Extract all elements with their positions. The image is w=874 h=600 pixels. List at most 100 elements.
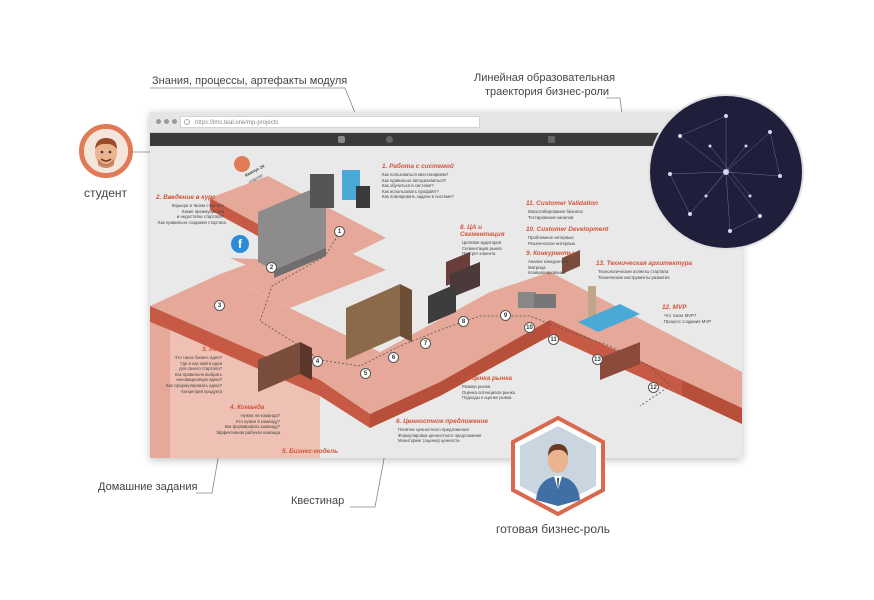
- list-item: Как обучиться в системе?: [382, 183, 434, 189]
- list-item: Целевая аудитория: [462, 240, 502, 245]
- callout-business-role: готовая бизнес-роль: [496, 522, 611, 536]
- search-icon: [184, 119, 190, 125]
- step-13-title[interactable]: 13. Техническая архитектура: [596, 260, 693, 267]
- browser-toolbar: https://lms.teal.one/mp-projects: [150, 112, 742, 133]
- list-item: Что такое бизнес идея?: [174, 355, 222, 360]
- student-face-icon: [84, 129, 128, 173]
- list-item: Как сформулировать идею?: [165, 382, 222, 388]
- step-8-items: Целевая аудитория Сегментация рынка Порт…: [462, 240, 502, 257]
- step-12-title[interactable]: 12. MVP: [662, 304, 687, 311]
- step-10-items: Проблемное интервью Решенческое интервью: [528, 235, 575, 246]
- step-7-items: Размер рынка Оценка потенциала рынка Под…: [462, 384, 515, 401]
- step-10-title[interactable]: 10. Customer Development: [526, 226, 609, 233]
- app-header-bar: [150, 133, 742, 146]
- quest-map: f Кампус 24 стартап 1. Работа с системой…: [150, 146, 742, 458]
- address-bar-url: https://lms.teal.one/mp-projects: [195, 120, 279, 126]
- step-9-items: Анализ конкурентов Матрица позиционирова…: [528, 259, 568, 276]
- list-item: Где и как найти идеи: [180, 360, 222, 366]
- list-item: Тестирование каналов: [528, 214, 574, 220]
- list-item: для своего стартапа?: [179, 366, 222, 372]
- step-11-title[interactable]: 11. Customer Validation: [526, 200, 599, 207]
- step-2-title[interactable]: 2. Введение в курс: [156, 194, 216, 201]
- callout-module-knowledge: Знания, процессы, артефакты модуля: [152, 75, 348, 87]
- step-13-items: Технологические аспекты стартапа Техниче…: [598, 269, 670, 280]
- route-pin-9[interactable]: 9: [500, 310, 511, 321]
- list-item: Нужна ли команда?: [240, 413, 280, 418]
- step-3-items: Что такое бизнес идея? Где и как найти и…: [150, 355, 222, 394]
- step-2-items: Карьера в твоем стартапе Какие преимущес…: [158, 203, 226, 225]
- menu-icon[interactable]: [548, 136, 555, 143]
- step-6-items: Понятие ценностного предложения Формулир…: [398, 427, 481, 444]
- window-dot-icon[interactable]: [164, 119, 169, 124]
- step-5-title[interactable]: 5. Бизнес-модель: [282, 448, 338, 455]
- address-bar[interactable]: https://lms.teal.one/mp-projects: [180, 116, 480, 128]
- step-3-title[interactable]: 3. Идея: [202, 346, 225, 353]
- route-pin-11[interactable]: 11: [548, 334, 559, 345]
- list-item: Как формировать команду?: [224, 424, 280, 430]
- callout-student: студент: [84, 186, 128, 200]
- callout-linear-path-line2: траектория бизнес-роли: [485, 86, 610, 98]
- step-4-items: Нужна ли команда? Кто нужен в команду? К…: [206, 413, 280, 435]
- route-pin-2[interactable]: 2: [266, 262, 277, 273]
- window-dot-icon[interactable]: [156, 119, 161, 124]
- cup-icon[interactable]: [338, 136, 345, 143]
- route-pin-4[interactable]: 4: [312, 356, 323, 367]
- business-role-badge: [510, 415, 606, 521]
- list-item: позиционирования: [528, 270, 566, 276]
- list-item: и недостатки стартапа?: [176, 214, 224, 220]
- route-pin-3[interactable]: 3: [214, 300, 225, 311]
- route-pin-12[interactable]: 12: [648, 382, 659, 393]
- step-4-title[interactable]: 4. Команда: [230, 404, 265, 411]
- step-11-items: Масштабирование бизнеса Тестирование кан…: [528, 209, 583, 220]
- list-item: Концепция продукта: [181, 388, 222, 394]
- student-avatar: [79, 124, 133, 178]
- list-item: Масштабирование бизнеса: [528, 209, 583, 214]
- route-pin-6[interactable]: 6: [388, 352, 399, 363]
- callout-linear-path-line1: Линейная образовательная: [474, 72, 616, 84]
- list-item: Что такое MVP?: [664, 313, 697, 318]
- step-8-title[interactable]: 8. ЦА и Сегментация: [460, 224, 505, 238]
- facebook-icon[interactable]: f: [231, 235, 249, 253]
- quest-path-floor: [150, 170, 742, 458]
- network-graph-icon: [668, 114, 782, 233]
- list-item: Решенческое интервью: [528, 240, 576, 246]
- list-item: Портрет клиента: [462, 251, 496, 257]
- step-7-title[interactable]: 7. Оценка рынка: [460, 375, 513, 382]
- list-item: Матрица: [528, 264, 546, 270]
- list-item: Процесс создания MVP: [664, 318, 712, 324]
- browser-window: https://lms.teal.one/mp-projects: [150, 112, 742, 458]
- list-item: Мониторинг (оценка) ценности: [398, 438, 460, 444]
- list-item: инновационную идею?: [176, 377, 222, 383]
- route-pin-10[interactable]: 10: [524, 322, 535, 333]
- step-9-title[interactable]: 9. Конкуренты: [526, 250, 574, 257]
- business-role-avatar: [511, 415, 605, 517]
- list-item: Технические инструменты развития: [598, 274, 670, 280]
- skills-network-graph: [650, 96, 802, 248]
- step-12-items: Что такое MVP? Процесс создания MVP: [664, 313, 711, 324]
- step-1-title[interactable]: 1. Работа с системой: [382, 163, 454, 170]
- list-item: Как пользоваться квестинарием?: [382, 172, 449, 177]
- list-item: Как правильно создания стартапа: [158, 219, 226, 225]
- list-item: Технологические аспекты стартапа: [598, 269, 669, 274]
- list-item: Сегментация рынка: [462, 245, 502, 251]
- route-pin-1[interactable]: 1: [334, 226, 345, 237]
- list-item: Эффективная рабочая команда: [215, 429, 280, 435]
- route-pin-8[interactable]: 8: [458, 316, 469, 327]
- list-item: Понятие ценностного предложения: [398, 427, 469, 432]
- list-item: Анализ конкурентов: [528, 259, 569, 264]
- window-dot-icon[interactable]: [172, 119, 177, 124]
- list-item: Как планировать задачи в системе?: [382, 194, 454, 200]
- list-item: Карьера в твоем стартапе: [171, 203, 224, 208]
- callout-questinar: Квестинар: [291, 495, 345, 507]
- route-pin-7[interactable]: 7: [420, 338, 431, 349]
- list-item: Размер рынка: [462, 384, 491, 389]
- route-pin-5[interactable]: 5: [360, 368, 371, 379]
- route-pin-13[interactable]: 13: [592, 354, 603, 365]
- user-icon[interactable]: [386, 136, 393, 143]
- step-6-title[interactable]: 6. Ценностное предложение: [396, 418, 488, 425]
- list-item: Формулировка ценностного предложения: [398, 432, 482, 438]
- list-item: Как правильно авторизоваться?: [382, 177, 447, 183]
- location-marker-icon: [234, 156, 250, 172]
- list-item: Подходы к оценке рынка: [462, 395, 512, 401]
- list-item: Оценка потенциала рынка: [462, 389, 515, 395]
